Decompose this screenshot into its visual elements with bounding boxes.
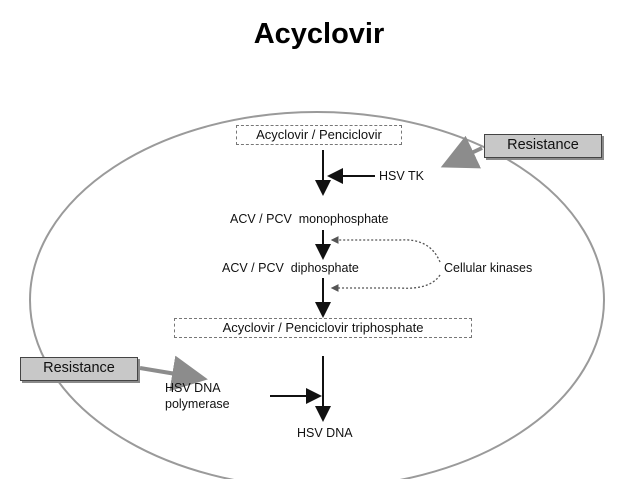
polymerase-label-line1: HSV DNA [165,381,221,395]
cellular-kinases-label: Cellular kinases [444,261,533,275]
resistance-top-arrow [440,135,483,169]
cell-boundary [29,111,605,479]
resistance-left-arrow [139,355,208,392]
resistance-tag-left: Resistance [20,357,138,381]
monophosphate-label: ACV / PCV monophosphate [230,212,389,226]
kinase-arrow-lower [330,274,441,292]
diphosphate-label: ACV / PCV diphosphate [222,261,359,275]
slide-title: Acyclovir [253,18,385,50]
resistance-tag-top: Resistance [484,134,602,158]
drug-box: Acyclovir / Penciclovir [236,125,402,145]
triphosphate-box: Acyclovir / Penciclovir triphosphate [174,318,472,338]
polymerase-label-line2: polymerase [165,397,230,411]
hsv-dna-label: HSV DNA [297,426,353,440]
hsv-tk-label: HSV TK [379,169,424,183]
kinase-arrow-upper [330,236,441,263]
